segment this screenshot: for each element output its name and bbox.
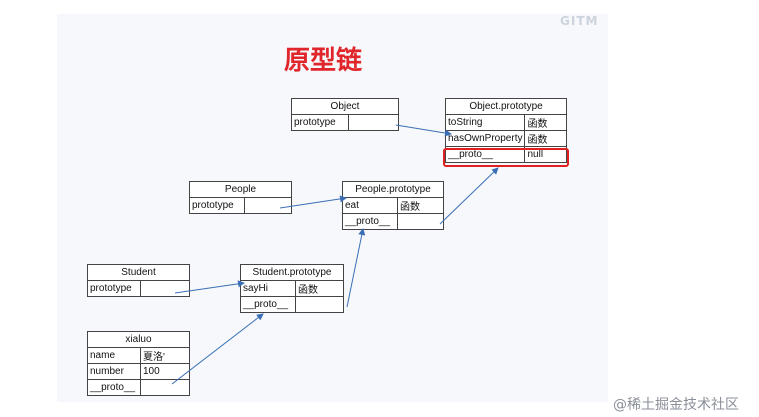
xialuo-table: xialuo name 夏洛' number 100 __proto__: [87, 331, 190, 396]
arrow-object-to-object-prototype: [395, 124, 452, 137]
arrow-people-to-people-prototype: [279, 195, 347, 209]
student-prototype-proto-value: [295, 296, 344, 313]
corner-logo: GITM: [560, 14, 599, 28]
arrow-student-to-student-prototype: [174, 280, 245, 294]
object-table: Object prototype: [291, 98, 399, 131]
left-margin: [0, 0, 57, 417]
arrow-xialuo-proto-to-student-prototype: [171, 313, 264, 385]
object-prototype-proto-key: __proto__: [444, 146, 526, 163]
xialuo-proto-key: __proto__: [87, 379, 141, 396]
object-prototype-proto-value: null: [524, 146, 567, 163]
watermark-text: @稀土掘金技术社区: [613, 397, 739, 413]
null-proto-highlight: [443, 148, 569, 167]
right-margin: [608, 0, 759, 417]
arrow-student-proto-to-people-prototype: [346, 228, 366, 308]
people-table: People prototype: [189, 181, 292, 214]
object-prototype-table: Object.prototype toString 函数 hasOwnPrope…: [444, 98, 567, 163]
xialuo-proto-value: [140, 379, 190, 396]
object-prototype-value: [348, 114, 399, 131]
object-prototype-key: prototype: [291, 114, 349, 131]
people-prototype-value: [244, 197, 292, 214]
arrow-people-proto-to-object-prototype: [439, 167, 499, 225]
student-table: Student prototype: [87, 264, 190, 297]
people-prototype-proto-key: __proto__: [342, 213, 398, 230]
student-prototype-table: Student.prototype sayHi 函数 __proto__: [240, 264, 344, 313]
slide-title: 原型链: [284, 46, 363, 76]
